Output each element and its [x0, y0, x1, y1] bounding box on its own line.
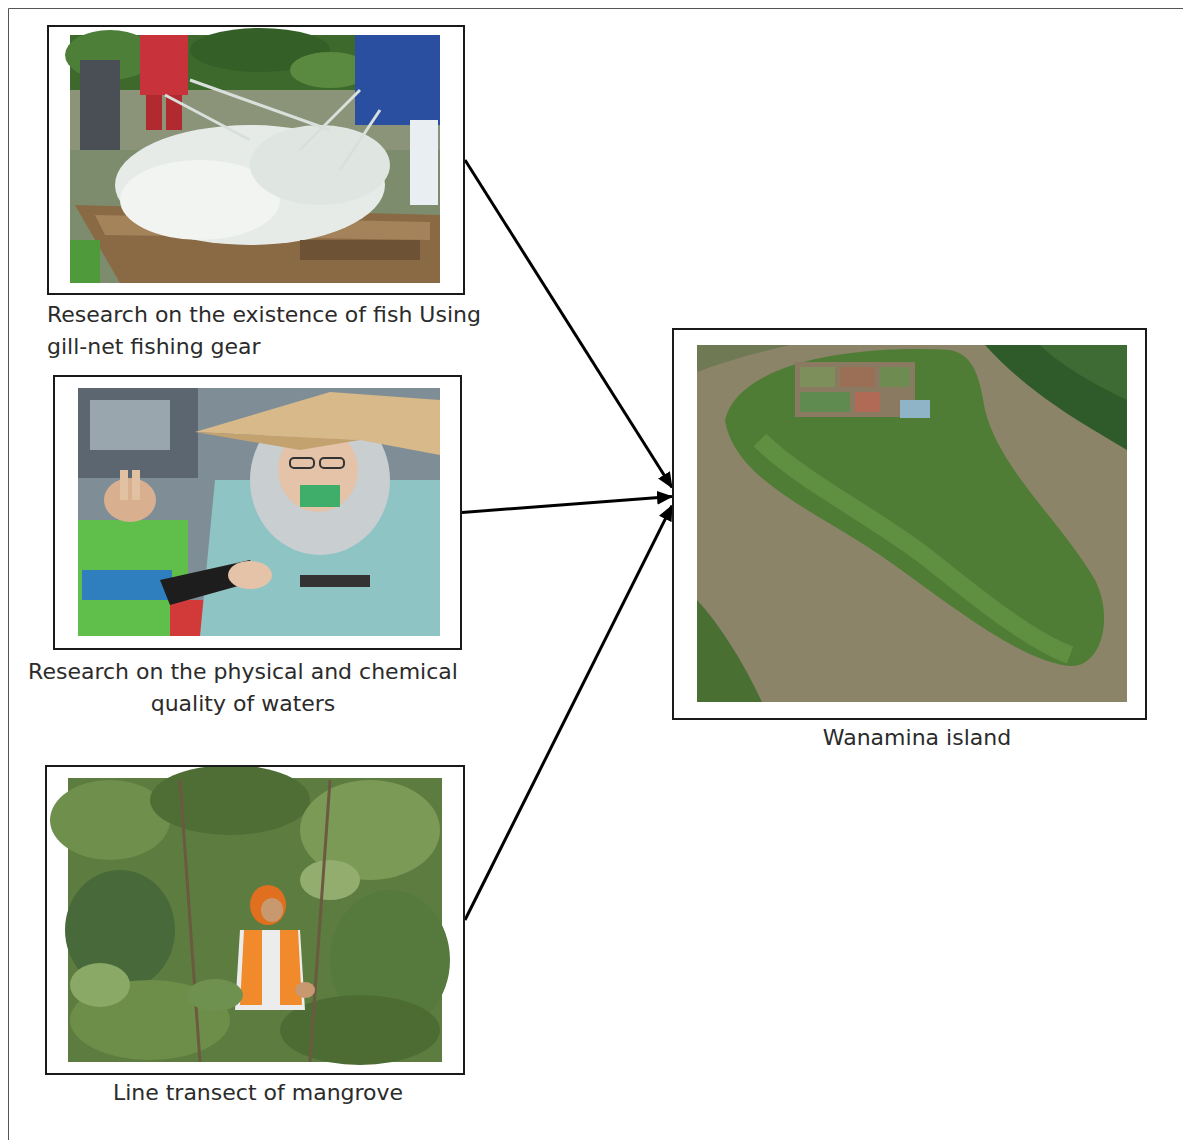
water-quality-photo — [300, 485, 340, 507]
water-quality-photo — [320, 458, 344, 468]
mangrove-photo — [50, 780, 170, 860]
photo-caption: Line transect of mangrove — [48, 1077, 468, 1109]
water-quality-photo — [195, 432, 360, 450]
mangrove-photo — [180, 780, 330, 1062]
water-quality-photo — [290, 458, 314, 468]
arrow-connector — [465, 506, 672, 920]
water-quality-photo — [300, 575, 370, 587]
island-photo — [697, 345, 1127, 702]
water-quality-photo — [78, 388, 440, 636]
water-quality-photo — [104, 478, 156, 522]
water-quality-photo — [195, 392, 440, 455]
island-photo — [840, 367, 875, 387]
fishing-photo — [250, 125, 390, 205]
water-quality-photo — [82, 570, 172, 600]
fishing-photo — [300, 240, 420, 260]
page-border — [8, 9, 9, 1140]
island-photo — [725, 349, 1104, 666]
mangrove-photo — [235, 930, 305, 1010]
island-photo — [697, 345, 790, 372]
photo-frame: Research on the physical and chemical qu… — [53, 375, 462, 650]
mangrove-photo — [250, 885, 286, 925]
mangrove-photo — [150, 765, 310, 835]
island-photo — [900, 400, 930, 418]
water-quality-photo — [120, 470, 128, 500]
mangrove-photo — [295, 982, 315, 998]
fishing-photo — [80, 60, 120, 150]
island-photo — [800, 392, 850, 412]
photo-caption: Wanamina island — [767, 722, 1067, 754]
page-border — [9, 8, 1183, 9]
fishing-photo — [70, 240, 100, 283]
island-photo — [985, 345, 1127, 450]
photo-caption: Research on the existence of fish Using … — [47, 299, 497, 363]
water-quality-photo — [200, 480, 440, 636]
water-quality-photo — [78, 388, 440, 636]
water-quality-photo — [132, 470, 140, 500]
mangrove-photo — [300, 860, 360, 900]
island-photo — [855, 392, 880, 412]
fishing-photo — [165, 80, 380, 170]
mangrove-photo — [50, 765, 450, 1065]
mangrove-photo — [70, 963, 130, 1007]
mangrove-photo — [261, 898, 283, 922]
fishing-photo — [140, 35, 188, 95]
photo-frame: Research on the existence of fish Using … — [47, 25, 465, 295]
water-quality-photo — [78, 388, 198, 478]
island-photo — [697, 600, 762, 702]
island-photo — [800, 367, 835, 387]
photo-frame: Line transect of mangrove — [45, 765, 465, 1075]
photo-caption: Research on the physical and chemical qu… — [28, 656, 458, 720]
island-photo — [760, 440, 1070, 655]
water-quality-photo — [90, 400, 170, 450]
fishing-photo — [65, 28, 440, 283]
fishing-photo — [146, 95, 162, 130]
page-border — [9, 9, 1183, 1140]
mangrove-photo — [240, 930, 262, 1005]
water-quality-photo — [228, 561, 272, 589]
fishing-photo — [410, 120, 438, 205]
arrow-connector — [465, 160, 672, 488]
fishing-photo — [355, 35, 440, 125]
island-photo — [1040, 345, 1127, 400]
mangrove-photo — [187, 979, 243, 1011]
arrow-connector — [462, 497, 672, 513]
island-photo — [697, 345, 1127, 702]
island-photo — [880, 367, 910, 387]
island-photo — [795, 362, 915, 417]
photo-frame: Wanamina island — [672, 328, 1147, 720]
